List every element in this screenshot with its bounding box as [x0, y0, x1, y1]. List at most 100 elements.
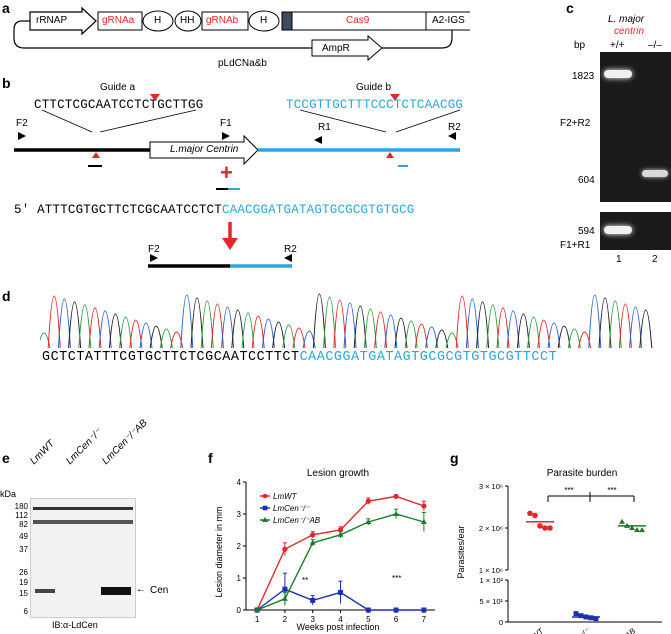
data-point	[527, 510, 533, 517]
data-point	[365, 498, 371, 504]
chromatogram-peak	[384, 314, 398, 349]
y-tick-label: 1	[237, 574, 242, 583]
hh-label: HH	[180, 15, 195, 26]
sequencing-chromatogram	[40, 293, 653, 349]
centrin-gene-label: L.major Centrin	[170, 144, 239, 155]
chromatogram-peak	[374, 311, 388, 349]
data-point	[310, 532, 316, 538]
plus-sign: +	[220, 160, 233, 185]
panel-label-e: e	[2, 450, 10, 466]
h-label-1: H	[154, 15, 162, 26]
zoom-line-b1	[299, 109, 387, 133]
joined-ends	[216, 188, 240, 190]
chromatogram-peak	[129, 319, 143, 349]
grnab-box	[201, 11, 249, 31]
cut-site-b	[386, 152, 394, 158]
panel-label-c: c	[566, 0, 574, 16]
f2b-label: F2	[148, 244, 160, 255]
chromatogram-peak	[486, 304, 500, 349]
data-point	[547, 525, 553, 531]
r2-label: R2	[448, 122, 461, 133]
data-point	[639, 527, 645, 533]
down-arrow-head	[222, 238, 238, 250]
category-label: LmCen⁻/⁻AB	[595, 626, 637, 634]
chromatogram-peak	[302, 330, 316, 349]
y-tick-label: 0	[499, 618, 503, 627]
band-cen-wt	[35, 589, 55, 593]
marker-19: 19	[19, 578, 28, 587]
f2-label: F2	[16, 118, 28, 129]
band-1823	[604, 70, 632, 78]
chromatogram-peak	[537, 319, 551, 349]
chromatogram-peak	[618, 303, 632, 349]
marker-180: 180	[14, 502, 28, 511]
rrnap-arrow	[29, 6, 97, 36]
chromatogram-peak	[608, 300, 622, 349]
chromatogram-peak	[598, 297, 612, 349]
data-point	[629, 525, 635, 530]
chromatogram-peak	[394, 317, 408, 349]
h-label-2: H	[260, 15, 268, 26]
data-point	[281, 595, 288, 601]
guide-a-label: Guide a	[100, 82, 136, 93]
ampr-label: AmpR	[322, 43, 350, 54]
chromatogram-peak	[78, 304, 92, 349]
lane-2: 2	[652, 254, 658, 265]
data-point	[420, 519, 427, 524]
chromatogram-peak	[261, 318, 275, 349]
legend-ab: LmCen⁻/⁻AB	[273, 516, 321, 525]
r2-primer-arrow	[448, 132, 456, 140]
chromatogram-peak	[414, 323, 428, 349]
x-tick-label: 1	[255, 615, 260, 624]
y-tick-label: 2 × 10⁶	[479, 524, 503, 533]
size-604: 604	[578, 175, 595, 186]
locus-diagram	[14, 94, 461, 167]
chromatogram-peak	[476, 301, 490, 349]
junction-sequence-blue: CAACGGATGATAGTGCGCGTGTGCG	[221, 203, 415, 217]
chromatogram-peak	[139, 322, 153, 349]
marker-112: 112	[15, 511, 28, 520]
x-tick-label: 2	[283, 615, 288, 624]
panel-label-g: g	[450, 450, 459, 466]
size-594: 594	[578, 226, 595, 237]
data-point	[619, 518, 625, 524]
data-point	[309, 539, 316, 545]
chart-f-title: Lesion growth	[307, 468, 369, 479]
band-82	[33, 520, 133, 524]
chromatogram-sequence-blue: CAACGGATGATAGTGCGCGTGTGCGTTCCT	[299, 350, 558, 365]
cen-label: Cen	[150, 585, 169, 596]
chromatogram-peak	[527, 316, 541, 349]
y-tick-label: 1 × 10²	[479, 576, 503, 585]
cen-arrow: ←	[136, 584, 146, 595]
chromatogram-peak	[445, 332, 459, 349]
size-1823: 1823	[572, 71, 595, 82]
pcr-label-f1r1: F1+R1	[560, 240, 591, 251]
chart-f-sig-2: ***	[392, 574, 401, 583]
chart-f-xlabel: Weeks post infection	[297, 622, 380, 632]
marker-6: 6	[23, 607, 28, 616]
deletion-product-diagram	[148, 222, 292, 268]
marker-82: 82	[19, 520, 28, 529]
gel-species: L. major	[608, 14, 645, 25]
nls-block	[281, 11, 293, 31]
chromatogram-peak	[323, 296, 337, 349]
y-tick-label: 3	[237, 510, 242, 519]
x-tick-label: 5	[366, 615, 371, 624]
cut-site-a-top	[150, 94, 160, 101]
y-tick-label: 0	[237, 606, 242, 615]
zoom-line-b2	[395, 109, 461, 133]
chromatogram-sequence: GCTCTATTTCGTGCTTCTCGCAATCCTTCTCAACGGATGA…	[42, 350, 557, 365]
band-594	[604, 226, 632, 234]
bp-label: bp	[574, 40, 586, 51]
lane-label-ab: LmCen⁻/⁻AB	[100, 417, 150, 467]
genotype-ko: –/–	[648, 40, 662, 51]
data-point	[365, 519, 372, 524]
data-point	[421, 607, 427, 613]
chromatogram-peak	[363, 308, 377, 349]
data-point	[542, 525, 548, 531]
grnab-label: gRNAb	[206, 15, 239, 26]
data-point	[634, 527, 640, 533]
data-point	[593, 616, 599, 622]
chromatogram-peak	[312, 293, 326, 349]
chromatogram-peak	[231, 309, 245, 349]
